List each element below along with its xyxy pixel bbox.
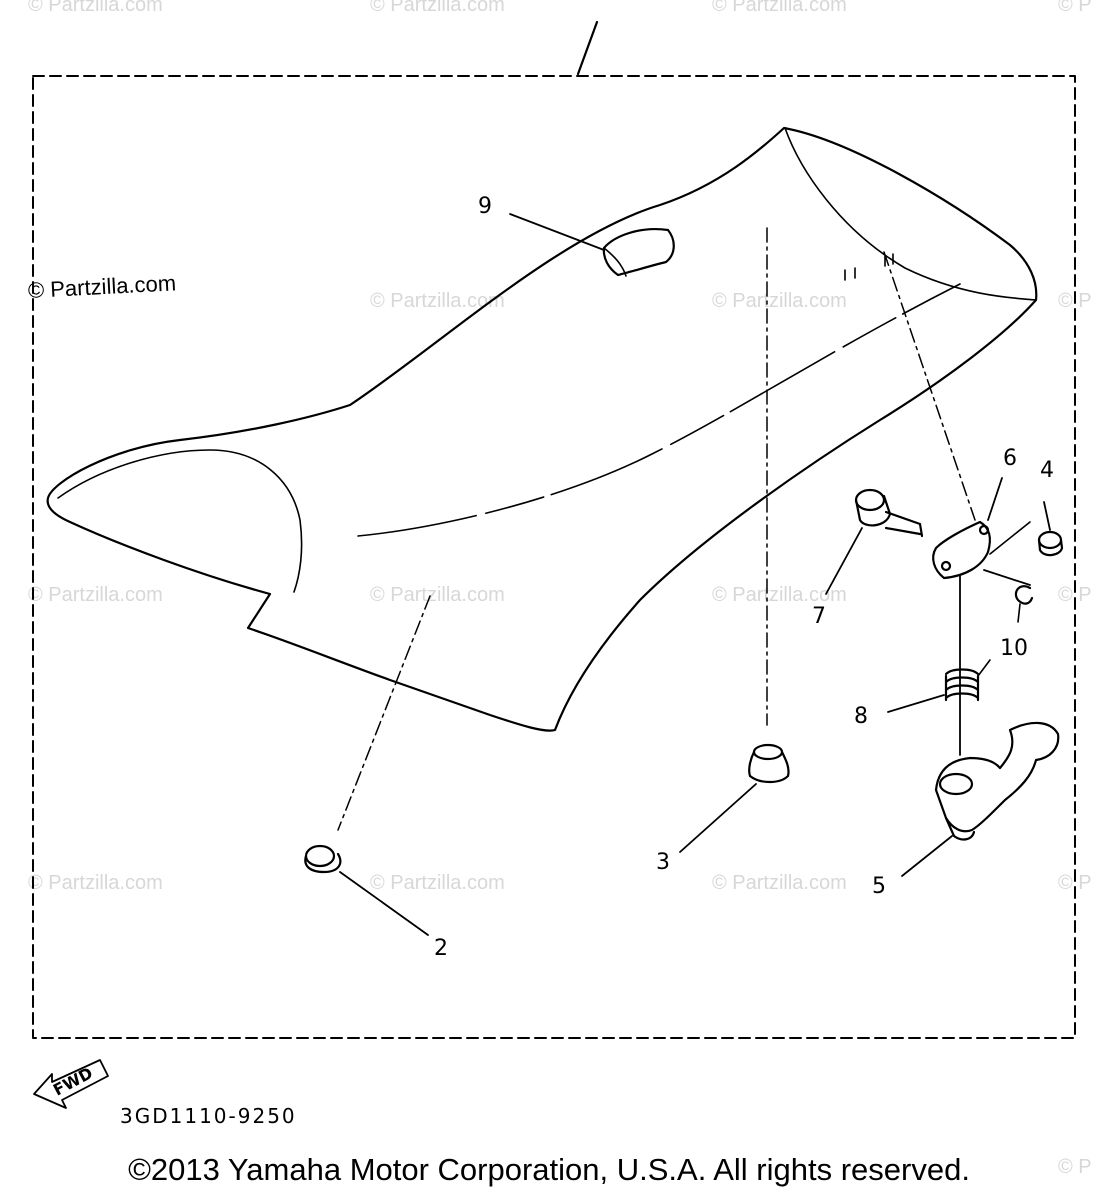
watermark-tile: © Partzilla.com xyxy=(28,584,163,606)
fwd-arrow-icon xyxy=(33,1059,109,1109)
part-label-9: 9 xyxy=(478,194,492,219)
part-label-10: 10 xyxy=(1000,636,1028,661)
watermark-tile: © Partzilla.com xyxy=(370,872,505,894)
watermark-tile-partial: © P xyxy=(1058,584,1092,606)
part-label-6: 6 xyxy=(1003,446,1017,471)
watermark-tile: © Partzilla.com xyxy=(370,0,505,16)
mounting-holes xyxy=(844,253,894,281)
copyright-notice: ©2013 Yamaha Motor Corporation, U.S.A. A… xyxy=(128,1152,970,1187)
guide-line-part-6 xyxy=(883,251,976,521)
watermark-tile: © Partzilla.com xyxy=(712,872,847,894)
diagram-code: 3GD1110-9250 xyxy=(120,1104,297,1128)
watermark-tile: © Partzilla.com xyxy=(28,0,163,16)
part-10-clip xyxy=(1014,585,1034,623)
watermark-tile: © Partzilla.com xyxy=(370,290,505,312)
watermark-tile: © Partzilla.com xyxy=(712,584,847,606)
leader-line-1 xyxy=(576,20,599,76)
part-4-cap xyxy=(989,501,1064,557)
part-7-bolt xyxy=(825,488,924,595)
part-2-grommet xyxy=(304,844,429,936)
part-3-damper xyxy=(679,743,790,853)
watermark-tile-partial: © P xyxy=(1058,0,1092,16)
part-6-bracket xyxy=(932,477,1031,586)
assembly-boundary xyxy=(32,75,1076,1039)
watermark-tile-partial: © P xyxy=(1058,1156,1092,1178)
part-label-2: 2 xyxy=(434,936,448,961)
watermark-tile: © Partzilla.com xyxy=(370,584,505,606)
part-label-3: 3 xyxy=(656,850,670,875)
part-label-4: 4 xyxy=(1040,458,1054,483)
seat-outline xyxy=(46,126,1038,732)
part-label-7: 7 xyxy=(812,604,826,629)
watermark-tile: © Partzilla.com xyxy=(712,290,847,312)
watermark-tile: © Partzilla.com xyxy=(712,0,847,16)
part-9-handle xyxy=(509,213,675,277)
part-5-latch xyxy=(901,721,1060,877)
part-8-spring xyxy=(887,659,991,713)
watermark-tile: © Partzilla.com xyxy=(28,872,163,894)
part-label-8: 8 xyxy=(854,704,868,729)
guide-line-part-2 xyxy=(337,595,431,831)
part-label-5: 5 xyxy=(872,874,886,899)
watermark-tile-partial: © P xyxy=(1058,872,1092,894)
